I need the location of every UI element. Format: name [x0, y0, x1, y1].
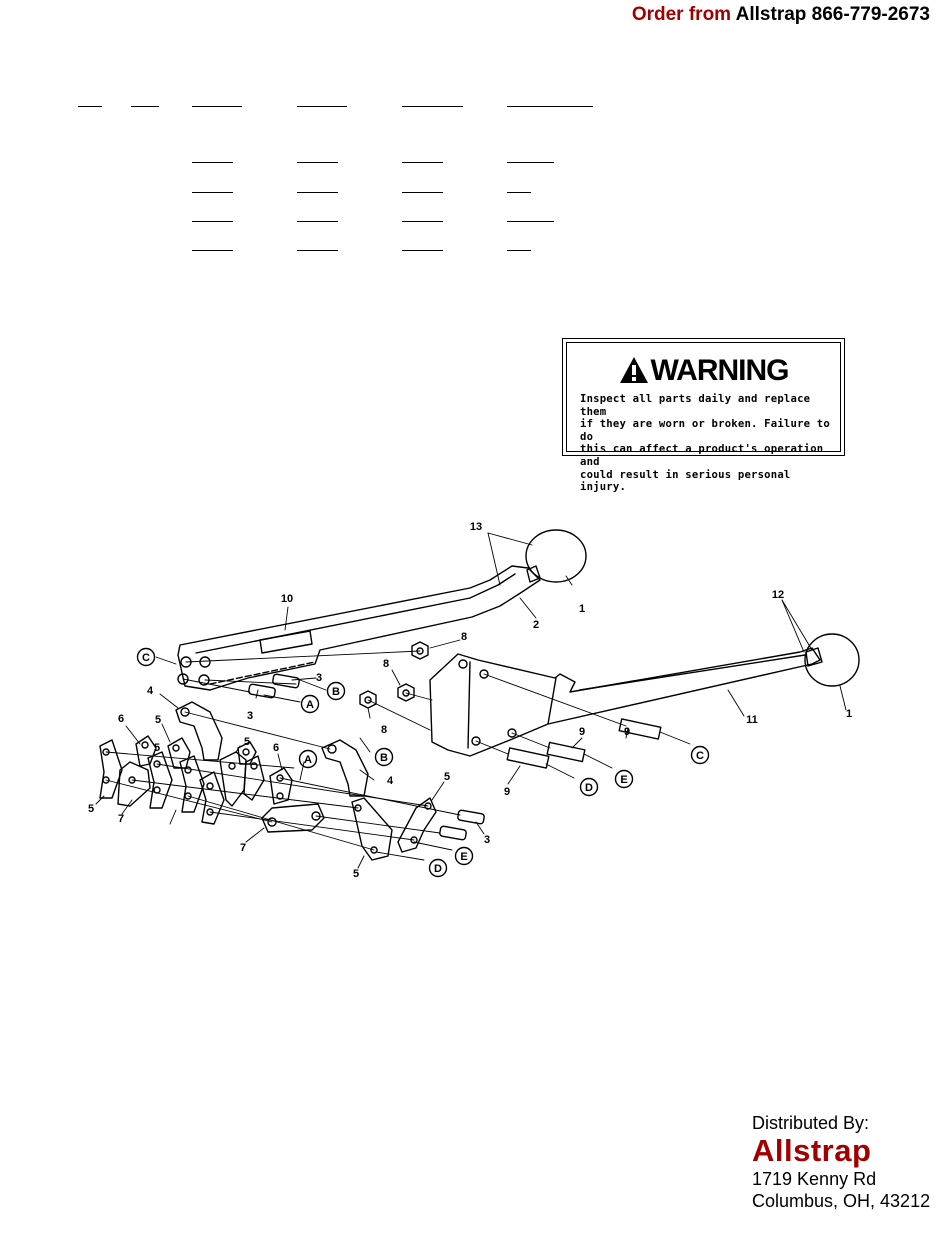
- cell-rule: [507, 250, 531, 251]
- upper-knob: [525, 529, 587, 583]
- callout: 6: [273, 742, 279, 754]
- cell-rule: [402, 221, 443, 222]
- callout: 13: [470, 521, 482, 533]
- callout: 9: [504, 786, 510, 798]
- cell-rule: [402, 162, 443, 163]
- cell-rule: [507, 221, 554, 222]
- callout: 1: [579, 603, 585, 615]
- callout: B: [332, 686, 340, 698]
- callout: 10: [281, 593, 293, 605]
- cell-rule: [402, 250, 443, 251]
- distributor-label: Distributed By:: [752, 1113, 870, 1133]
- cell-rule: [192, 250, 233, 251]
- leader-lines: [95, 532, 847, 869]
- header-rule: [402, 106, 463, 107]
- callout: 4: [387, 775, 394, 787]
- header-rule: [507, 106, 593, 107]
- callout: 5: [353, 868, 359, 880]
- warning-inner-border: WARNING Inspect all parts daily and repl…: [566, 342, 841, 493]
- distributor-brand: Allstrap: [752, 1133, 872, 1168]
- callout: 5: [88, 803, 94, 815]
- callout: 4: [147, 685, 154, 697]
- warning-triangle-icon: [619, 357, 648, 383]
- cell-rule: [507, 162, 554, 163]
- callout: 7: [240, 842, 246, 854]
- warning-line: Inspect all parts daily and replace them: [580, 393, 811, 418]
- cell-rule: [192, 162, 233, 163]
- distributor-block: Distributed By: Allstrap 1719 Kenny Rd C…: [752, 1112, 930, 1212]
- assembly-lines: [105, 650, 691, 861]
- warning-title: WARNING: [650, 354, 790, 387]
- warning-line: this can affect a product's operation an…: [580, 443, 824, 468]
- callout: 8: [383, 658, 389, 670]
- callout: 5: [244, 736, 250, 748]
- callout: 11: [746, 714, 758, 726]
- cell-rule: [507, 192, 531, 193]
- cell-rule: [297, 221, 338, 222]
- callout: 6: [118, 713, 124, 725]
- order-lead: Order from: [631, 4, 732, 25]
- cell-rule: [192, 221, 233, 222]
- callout: 2: [533, 619, 539, 631]
- callout: E: [620, 774, 627, 786]
- warning-label: WARNING Inspect all parts daily and repl…: [562, 338, 845, 493]
- callout: 8: [381, 724, 387, 736]
- warning-line: if they are worn or broken. Failure to d…: [580, 418, 830, 443]
- warning-line: could result in serious personal injury.: [580, 468, 791, 494]
- cell-rule: [297, 192, 338, 193]
- lower-knob: [804, 633, 860, 687]
- callout: B: [380, 752, 388, 764]
- cams: [175, 701, 369, 797]
- callout: D: [585, 782, 593, 794]
- handle-hole: [177, 673, 189, 685]
- distributor-street: 1719 Kenny Rd: [752, 1169, 877, 1189]
- handle-hole: [199, 656, 211, 668]
- header-rule: [78, 106, 102, 107]
- cell-rule: [402, 192, 443, 193]
- callout: 5: [155, 714, 161, 726]
- studs: [506, 718, 662, 769]
- callout: 5: [154, 742, 160, 754]
- upper-handle: [177, 565, 541, 691]
- callout: 9: [624, 726, 630, 738]
- reference-circles: [136, 647, 710, 878]
- callout: D: [434, 863, 442, 875]
- callout: 7: [118, 813, 124, 825]
- header-rule: [131, 106, 159, 107]
- callout: C: [696, 750, 704, 762]
- header-rule: [297, 106, 347, 107]
- callout: 5: [444, 771, 450, 783]
- callout: E: [460, 851, 467, 863]
- lower-handle: [429, 647, 821, 757]
- link-plates: [99, 735, 437, 861]
- callout: A: [306, 699, 314, 711]
- handle-label-plate: [259, 630, 313, 654]
- cell-rule: [297, 162, 338, 163]
- header-rule: [192, 106, 242, 107]
- order-line: Order from Allstrap 866-779-2673: [632, 4, 930, 26]
- distributor-city: Columbus, OH, 43212: [752, 1191, 931, 1211]
- cell-rule: [297, 250, 338, 251]
- callout: 3: [484, 834, 490, 846]
- callout: 8: [461, 631, 467, 643]
- callout: 9: [579, 726, 585, 738]
- callout: 3: [316, 672, 322, 684]
- callout: 3: [247, 710, 253, 722]
- callout: A: [304, 754, 312, 766]
- callout: 12: [772, 589, 784, 601]
- cell-rule: [192, 192, 233, 193]
- warning-heading: WARNING: [567, 355, 840, 387]
- order-phone: Allstrap 866-779-2673: [735, 4, 930, 25]
- warning-message: Inspect all parts daily and replace them…: [580, 393, 838, 494]
- callout: 1: [846, 708, 852, 720]
- callout: C: [142, 652, 150, 664]
